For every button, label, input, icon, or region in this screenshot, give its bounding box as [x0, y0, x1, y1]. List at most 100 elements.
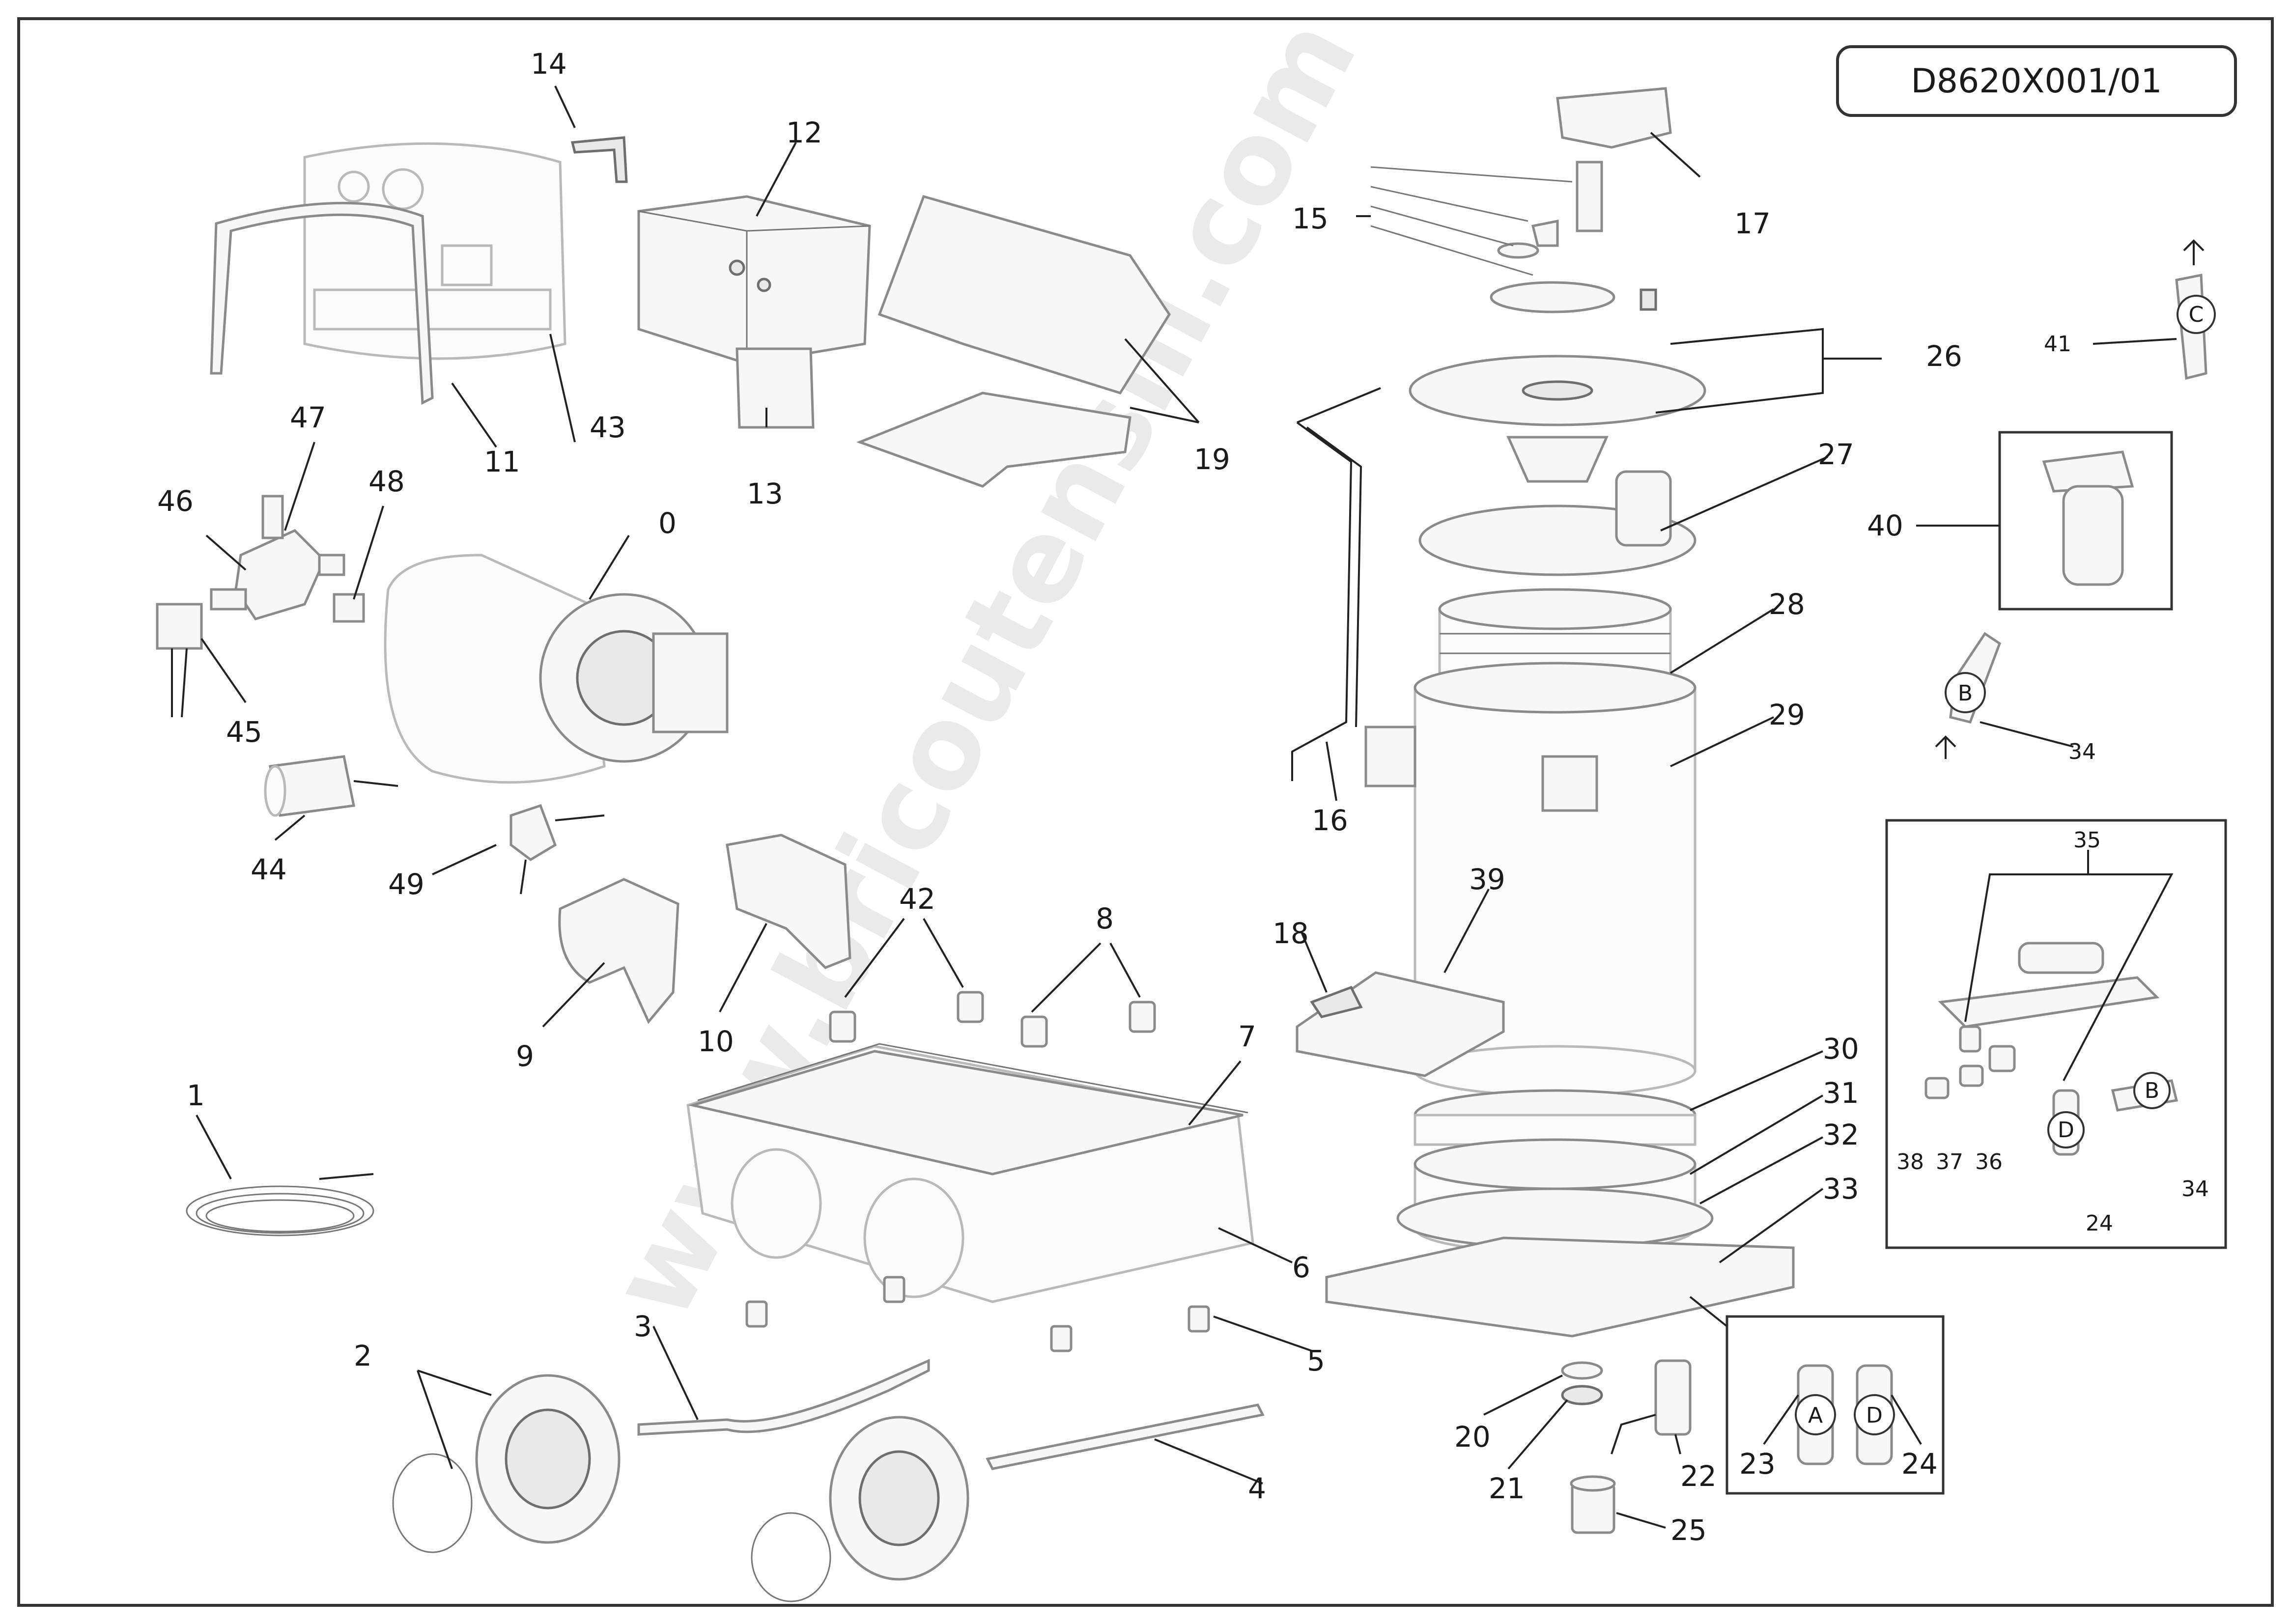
rear-axle-icon — [986, 1403, 1265, 1470]
label-17: 17 — [1734, 207, 1771, 240]
label-0: 0 — [658, 506, 677, 540]
label-32: 32 — [1823, 1118, 1859, 1151]
label-30: 30 — [1823, 1032, 1859, 1065]
clip-icon — [1310, 985, 1363, 1018]
label-43: 43 — [590, 411, 626, 444]
svg-text:B: B — [2145, 1078, 2159, 1103]
label-34-detail: 34 — [2181, 1176, 2209, 1202]
top-cover-icon — [1409, 355, 1706, 483]
nozzle-fitting-icon — [261, 495, 284, 539]
label-2: 2 — [354, 1339, 372, 1372]
fuel-filter-icon — [1611, 1359, 1692, 1455]
cap-icon — [1570, 1475, 1616, 1534]
label-28: 28 — [1769, 588, 1805, 621]
connector-a-icon: A — [1795, 1364, 1836, 1465]
lower-ring-icon — [1414, 1089, 1697, 1146]
capacitor-icon — [264, 755, 398, 817]
front-frame-icon — [210, 201, 434, 405]
base-plate-icon — [1325, 1236, 1795, 1338]
bushing-icon — [745, 1276, 1210, 1352]
base-chassis-icon — [686, 1045, 1254, 1303]
label-24-detail: 24 — [2086, 1211, 2113, 1236]
axle-frame-icon — [637, 1359, 930, 1436]
pressure-switch-icon — [509, 804, 605, 895]
part-labels: 14 12 13 19 0 11 43 47 46 48 45 44 49 9 … — [157, 47, 2209, 1547]
label-12: 12 — [786, 116, 822, 149]
control-panel-icon — [303, 142, 566, 360]
label-40: 40 — [1867, 509, 1903, 542]
label-44: 44 — [251, 853, 287, 886]
valve-block-icon — [1938, 976, 2160, 1028]
label-3: 3 — [634, 1310, 652, 1343]
fitting-37-icon — [1959, 1064, 1984, 1087]
spacer-42-icon — [829, 991, 984, 1043]
hose-fitting-icon — [570, 136, 628, 183]
connector-d-detail-icon: D — [2047, 1089, 2085, 1156]
label-45: 45 — [226, 715, 262, 749]
motor-pump-assembly-icon — [384, 554, 729, 784]
label-47: 47 — [290, 401, 326, 434]
bracket-icon — [856, 195, 1171, 488]
water-filter-icon — [1998, 431, 2173, 611]
fitting-38-icon — [1924, 1077, 1950, 1099]
valve-body-icon — [210, 529, 345, 620]
wheel-icon — [392, 1374, 969, 1602]
label-49: 49 — [388, 868, 424, 901]
fitting-36-icon — [1988, 1045, 2016, 1072]
label-20: 20 — [1454, 1420, 1491, 1454]
label-48: 48 — [368, 465, 405, 498]
detail-box-valve: D B — [1885, 819, 2227, 1249]
reference-code: D8620X001/01 — [1911, 62, 2162, 101]
svg-text:B: B — [1958, 681, 1973, 706]
label-16: 16 — [1312, 804, 1348, 837]
label-18: 18 — [1273, 917, 1309, 950]
reference-code-box: D8620X001/01 — [1836, 45, 2237, 117]
label-19: 19 — [1194, 443, 1230, 476]
label-21: 21 — [1489, 1472, 1525, 1505]
label-39: 39 — [1469, 863, 1505, 896]
box-cover-icon — [735, 347, 815, 429]
label-36: 36 — [1975, 1149, 2003, 1175]
label-7: 7 — [1238, 1020, 1256, 1053]
label-8: 8 — [1096, 902, 1114, 935]
label-10: 10 — [698, 1025, 734, 1058]
label-25: 25 — [1670, 1513, 1707, 1547]
spacer-icon — [1020, 1001, 1156, 1048]
electrical-box-icon — [637, 195, 871, 365]
label-26: 26 — [1926, 339, 1962, 373]
power-cable-icon — [186, 1173, 374, 1236]
nut-icon — [1561, 1385, 1603, 1405]
burner-components-icon — [1370, 166, 1657, 313]
leader-lines — [196, 85, 2177, 1529]
chassis-gasket-icon — [697, 1043, 1248, 1114]
label-1: 1 — [187, 1079, 205, 1112]
label-11: 11 — [484, 445, 520, 478]
connector-d-icon: D — [1854, 1364, 1895, 1465]
connector-c-icon: C — [2175, 239, 2216, 380]
label-13: 13 — [747, 477, 783, 510]
label-27: 27 — [1818, 438, 1854, 471]
svg-text:C: C — [2189, 302, 2204, 327]
label-15: 15 — [1292, 202, 1329, 235]
label-35: 35 — [2073, 828, 2101, 853]
label-4: 4 — [1248, 1472, 1266, 1505]
label-6: 6 — [1292, 1251, 1310, 1284]
label-34: 34 — [2068, 739, 2096, 764]
connector-b-detail-icon: B — [2111, 1072, 2178, 1112]
ignition-transformer-icon — [1556, 87, 1672, 232]
label-22: 22 — [1680, 1459, 1717, 1493]
handle-left-icon — [558, 878, 679, 1024]
svg-text:D: D — [1866, 1403, 1883, 1428]
label-33: 33 — [1823, 1172, 1859, 1205]
nipple-icon — [333, 593, 365, 623]
washer-icon — [1561, 1361, 1603, 1380]
deflector-plate-icon — [1418, 470, 1697, 576]
handle-right-icon — [726, 834, 851, 969]
svg-text:D: D — [2058, 1118, 2074, 1143]
rod-icon — [1291, 387, 1381, 781]
diagram-frame — [17, 17, 2274, 1607]
label-31: 31 — [1823, 1076, 1859, 1110]
connector-b-icon: B — [1935, 632, 2002, 759]
label-46: 46 — [157, 484, 194, 518]
